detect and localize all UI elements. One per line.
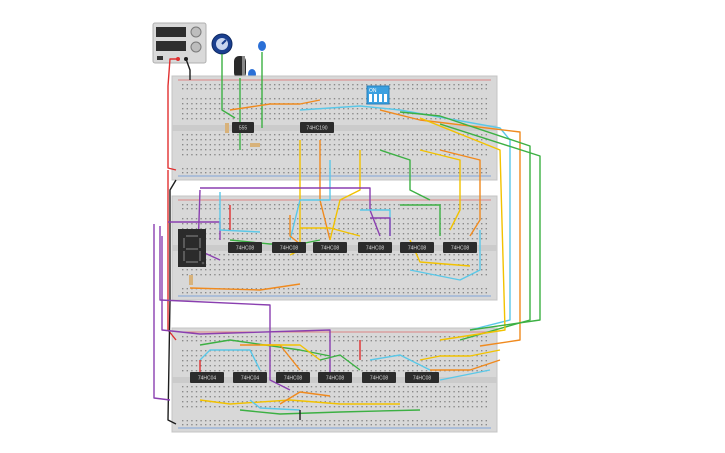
resistor <box>189 123 260 285</box>
middle-chip-4-label: 74HC08 <box>366 246 385 252</box>
ceramic-capacitor <box>248 41 266 79</box>
wire[interactable] <box>439 123 541 331</box>
bottom-chip-3-label: 74HC08 <box>284 376 303 382</box>
middle-chip-6[interactable]: 74HC08 <box>443 242 477 253</box>
wire[interactable] <box>279 391 331 405</box>
wire[interactable] <box>153 224 171 401</box>
counter-chip[interactable]: 74HC190 <box>300 122 334 133</box>
dip-switch[interactable]: ON <box>366 85 390 105</box>
dip-switch-label: ON <box>369 88 377 94</box>
middle-chip-3-label: 74HC08 <box>321 246 340 252</box>
wire[interactable] <box>239 409 421 415</box>
bottom-chip-6[interactable]: 74HC08 <box>405 372 439 383</box>
wire[interactable] <box>229 99 321 111</box>
breadboard-channel <box>172 125 497 131</box>
wire[interactable] <box>319 354 361 371</box>
bottom-chip-4-label: 74HC08 <box>326 376 345 382</box>
potentiometer[interactable] <box>211 33 233 55</box>
electrolytic-capacitor <box>234 56 246 78</box>
bottom-chip-6-label: 74HC08 <box>413 376 432 382</box>
bottom-chip-2[interactable]: 74HC04 <box>233 372 267 383</box>
middle-chip-3[interactable]: 74HC08 <box>313 242 347 253</box>
seven-segment-display <box>178 229 206 267</box>
bottom-chip-4[interactable]: 74HC08 <box>318 372 352 383</box>
bottom-chip-1-label: 74HC04 <box>198 376 217 382</box>
wire[interactable] <box>369 354 431 371</box>
wire[interactable] <box>200 187 381 237</box>
wire[interactable] <box>399 111 531 341</box>
wire[interactable] <box>219 192 261 233</box>
middle-chip-1-label: 74HC08 <box>236 246 255 252</box>
middle-chip-2[interactable]: 74HC08 <box>272 242 306 253</box>
wire[interactable] <box>289 160 331 241</box>
middle-chip-1[interactable]: 74HC08 <box>228 242 262 253</box>
wire[interactable] <box>289 215 301 245</box>
middle-chip-6-label: 74HC08 <box>451 246 470 252</box>
wire[interactable] <box>260 344 321 361</box>
wire[interactable] <box>199 399 400 405</box>
middle-chip-5-label: 74HC08 <box>408 246 427 252</box>
bottom-chip-5[interactable]: 74HC08 <box>362 372 396 383</box>
middle-chip-5[interactable]: 74HC08 <box>400 242 434 253</box>
wire[interactable] <box>379 109 521 347</box>
wire[interactable] <box>300 227 361 237</box>
wire[interactable] <box>199 349 261 371</box>
counter-chip-label: 74HC190 <box>306 126 327 132</box>
wire[interactable] <box>189 283 301 291</box>
wire[interactable] <box>419 117 506 341</box>
wire[interactable] <box>379 149 431 201</box>
middle-chip-2-label: 74HC08 <box>280 246 299 252</box>
middle-chip-4[interactable]: 74HC08 <box>358 242 392 253</box>
bottom-chip-5-label: 74HC08 <box>370 376 389 382</box>
wire[interactable] <box>400 204 441 236</box>
wire[interactable] <box>409 230 481 281</box>
wire[interactable] <box>159 226 291 391</box>
power-supply[interactable] <box>152 22 207 64</box>
wire[interactable] <box>439 149 481 237</box>
wire[interactable] <box>419 349 501 361</box>
wire[interactable] <box>439 369 491 381</box>
wire[interactable] <box>299 105 511 331</box>
wire[interactable] <box>167 58 178 171</box>
wire[interactable] <box>161 236 331 380</box>
wire[interactable] <box>221 54 236 119</box>
wire[interactable] <box>430 359 501 371</box>
wire[interactable] <box>419 149 461 231</box>
bottom-chip-2-label: 74HC04 <box>241 376 260 382</box>
wire[interactable] <box>185 58 191 80</box>
wire[interactable] <box>329 150 361 241</box>
bottom-chip-3[interactable]: 74HC08 <box>276 372 310 383</box>
timer-chip-label: 555 <box>239 126 248 132</box>
bottom-chip-1[interactable]: 74HC04 <box>190 372 224 383</box>
wire[interactable] <box>249 399 301 411</box>
wire[interactable] <box>370 217 391 236</box>
timer-chip[interactable]: 555 <box>232 122 254 133</box>
